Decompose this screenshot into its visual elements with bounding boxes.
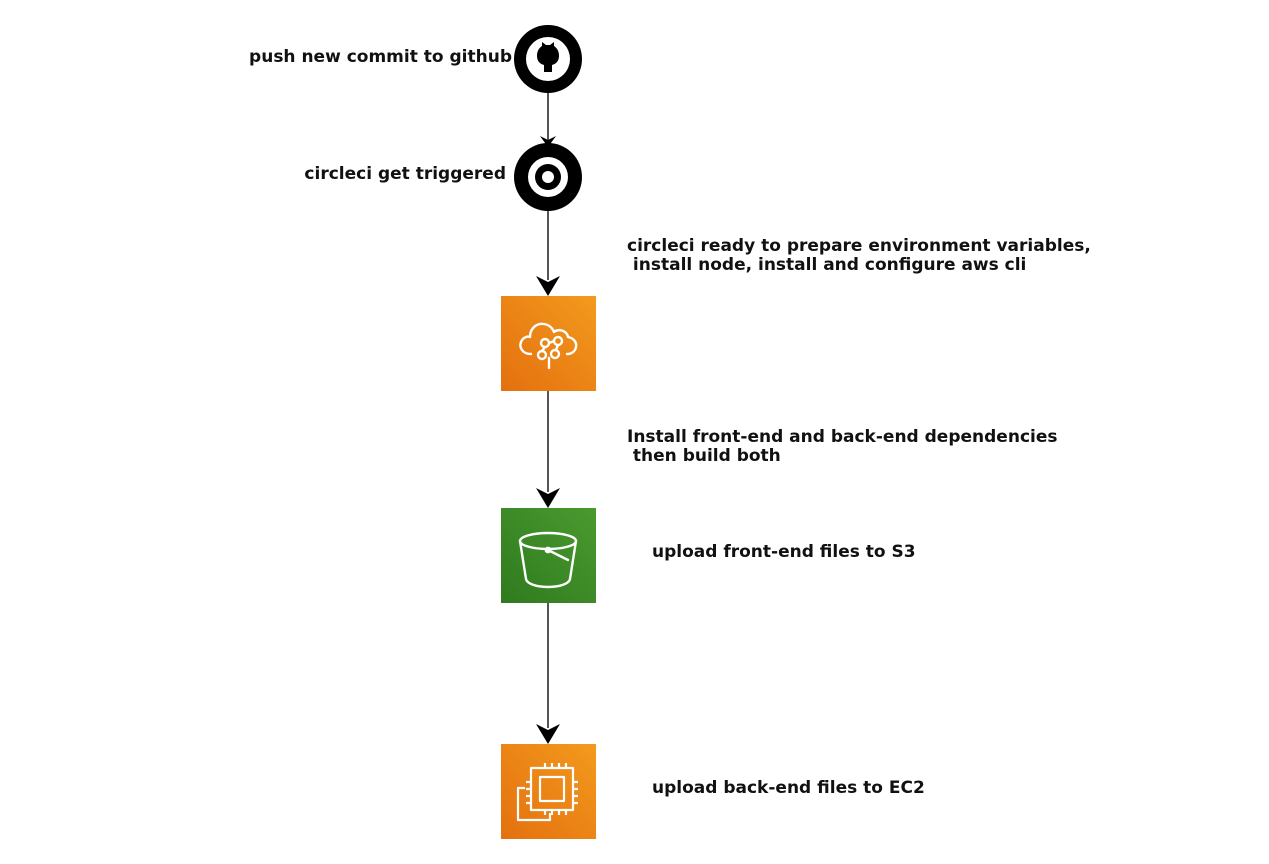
step-label-upload-s3: upload front-end files to S3 bbox=[652, 542, 916, 562]
aws-s3-bucket-icon bbox=[501, 508, 596, 603]
step-label-push-commit: push new commit to github bbox=[249, 47, 512, 67]
circleci-icon bbox=[514, 143, 582, 211]
step-label-install-build: Install front-end and back-end dependenc… bbox=[627, 427, 1058, 466]
step-label-prepare-environment: circleci ready to prepare environment va… bbox=[627, 236, 1091, 275]
arrowhead-ec2 bbox=[536, 724, 560, 744]
arrowhead-s3 bbox=[536, 488, 560, 508]
arrowhead-codebuild bbox=[536, 276, 560, 296]
github-icon bbox=[514, 25, 582, 93]
aws-codebuild-icon bbox=[501, 296, 596, 391]
aws-ec2-icon bbox=[501, 744, 596, 839]
arrowhead-circleci bbox=[540, 136, 556, 147]
step-label-upload-ec2: upload back-end files to EC2 bbox=[652, 778, 925, 798]
step-label-circleci-triggered: circleci get triggered bbox=[304, 164, 506, 184]
